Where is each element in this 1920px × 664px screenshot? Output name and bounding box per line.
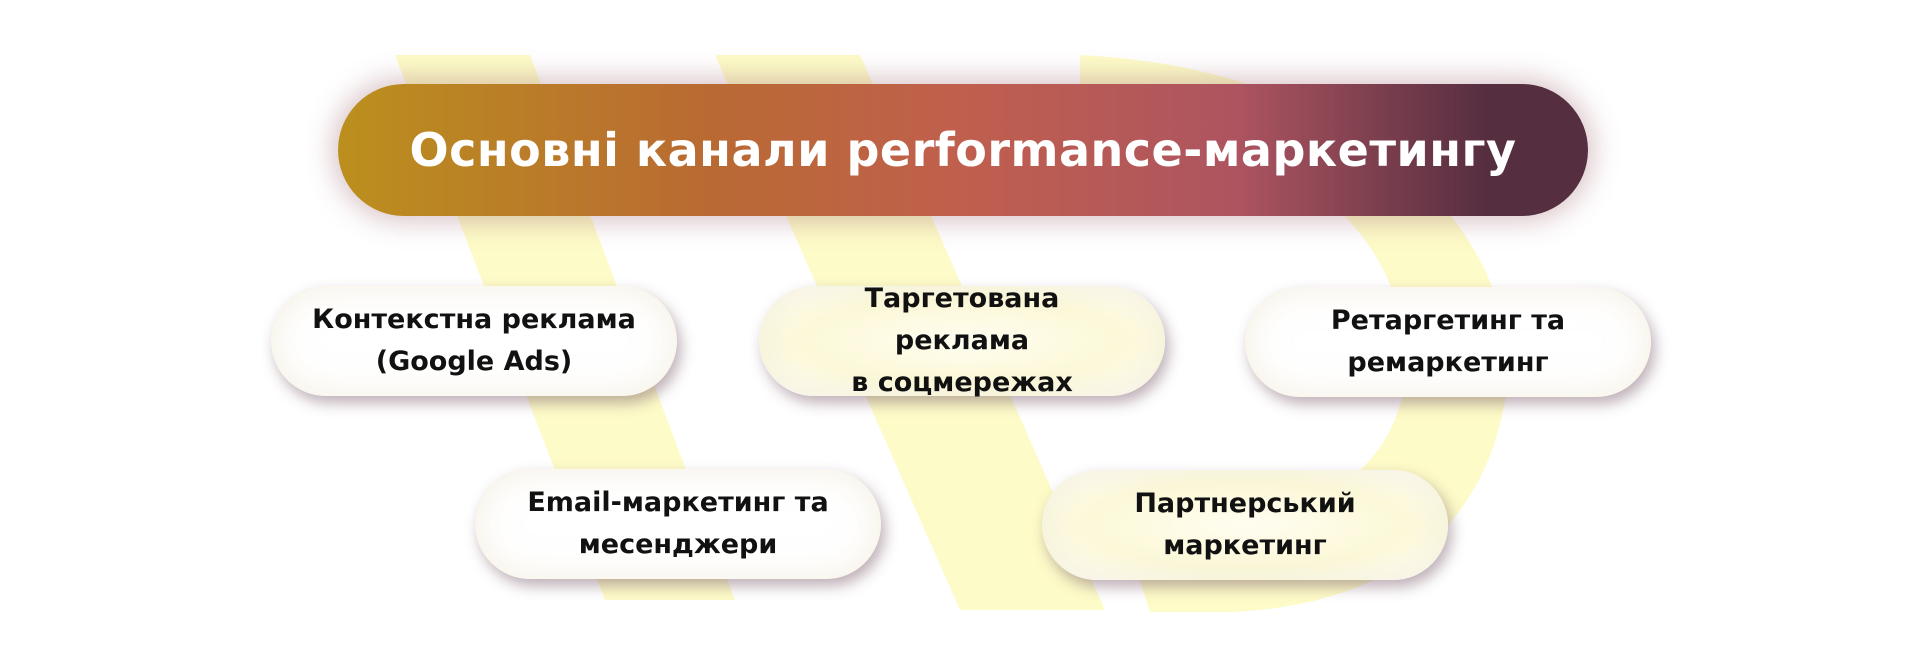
- channel-label-line2: (Google Ads): [375, 346, 573, 377]
- channel-label-line2: ремаркетинг: [1347, 347, 1549, 378]
- channel-label: Таргетована реклама в соцмережах: [799, 278, 1125, 404]
- channel-contextual-ads: Контекстна реклама (Google Ads): [271, 286, 677, 396]
- channel-affiliate-marketing: Партнерський маркетинг: [1042, 470, 1448, 580]
- channel-email-messengers: Email-маркетинг та месенджери: [475, 469, 881, 579]
- channel-label: Ретаргетинг та ремаркетинг: [1331, 300, 1565, 384]
- channel-label-line2: месенджери: [578, 529, 778, 560]
- diagram-title-banner: Основні канали performance-маркетингу: [338, 84, 1588, 216]
- channel-targeted-social-ads: Таргетована реклама в соцмережах: [759, 283, 1165, 398]
- channel-label: Контекстна реклама (Google Ads): [312, 299, 636, 383]
- channel-label-line2: в соцмережах: [851, 367, 1073, 398]
- channel-label: Email-маркетинг та месенджери: [527, 482, 828, 566]
- channel-label-line1: Email-маркетинг та: [527, 487, 829, 518]
- channel-label-line2: маркетинг: [1163, 530, 1327, 561]
- diagram-title: Основні канали performance-маркетингу: [409, 123, 1517, 177]
- channel-label-line1: Партнерський: [1134, 488, 1356, 519]
- channel-retargeting: Ретаргетинг та ремаркетинг: [1245, 287, 1651, 397]
- channel-label-line1: Таргетована реклама: [864, 283, 1060, 356]
- channel-label-line1: Контекстна реклама: [312, 304, 636, 335]
- channel-label-line1: Ретаргетинг та: [1330, 305, 1566, 336]
- channel-label: Партнерський маркетинг: [1134, 483, 1355, 567]
